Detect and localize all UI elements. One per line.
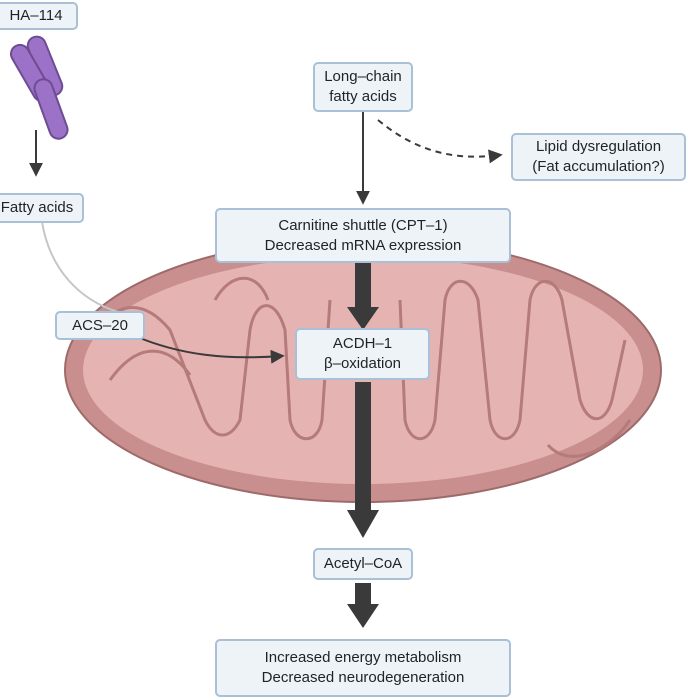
node-fatty-acids: Fatty acids [0,193,84,223]
node-ha114: HA–114 [0,2,78,30]
thick-arrow-acetyl-to-outcome [347,583,379,628]
node-acs20-label: ACS–20 [72,316,128,334]
node-long-chain-line2: fatty acids [329,88,397,105]
node-lipid-line1: Lipid dysregulation [535,138,662,155]
node-lipid-line2: (Fat accumulation?) [532,158,665,175]
node-fatty-acids-label: Fatty acids [0,199,74,216]
arrow-acs20-to-acdh1 [134,335,285,364]
node-acdh1-line1: ACDH–1 [332,335,393,352]
node-acdh1-line2: β–oxidation [323,355,401,372]
node-acdh1: ACDH–1 β–oxidation [295,328,430,380]
curve-fatty-acids-to-acs20 [41,221,119,313]
node-carnitine-line1: Carnitine shuttle (CPT–1) [278,216,448,234]
thick-arrow-carnitine-to-acdh1 [347,263,379,330]
node-acs20: ACS–20 [55,311,145,340]
node-ha114-label: HA–114 [9,7,63,24]
arrow-long-chain-to-lipid [377,119,503,164]
node-outcome-line2: Decreased neurodegeneration [261,669,465,686]
node-lipid-dysregulation: Lipid dysregulation (Fat accumulation?) [511,133,686,181]
node-carnitine-line2: Decreased mRNA expression [264,236,462,254]
mitochondrion-cristae [93,279,627,441]
node-outcome: Increased energy metabolism Decreased ne… [215,639,511,697]
node-acetyl-label: Acetyl–CoA [323,555,403,572]
node-long-chain-line1: Long–chain [324,68,402,85]
node-acetyl-coa: Acetyl–CoA [313,548,413,580]
thick-arrow-acdh1-to-acetyl [347,382,379,538]
node-carnitine-shuttle: Carnitine shuttle (CPT–1) Decreased mRNA… [215,208,511,263]
node-long-chain-fatty-acids: Long–chain fatty acids [313,62,413,112]
node-outcome-line1: Increased energy metabolism [264,649,462,666]
rod-bacteria-icon [10,35,69,140]
